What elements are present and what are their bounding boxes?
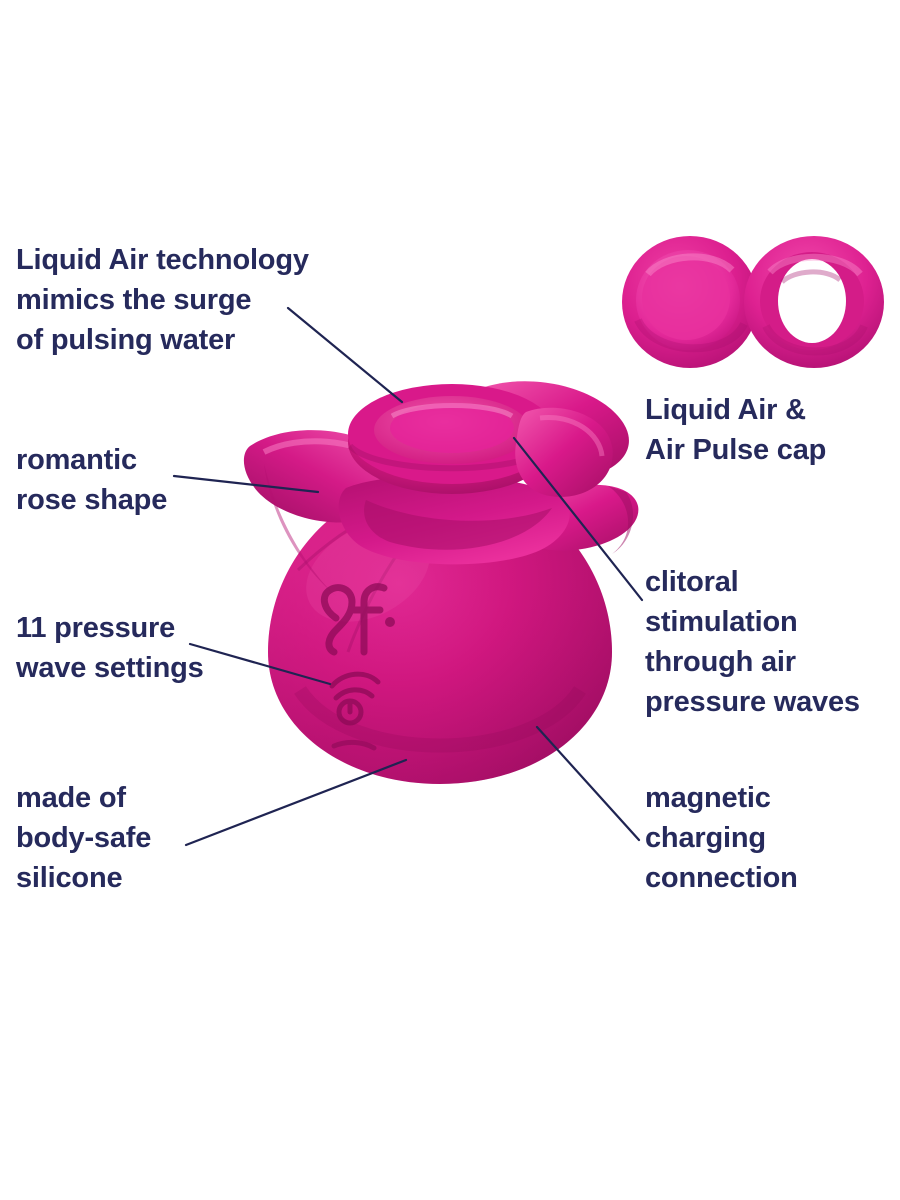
caps-illustration <box>622 236 884 368</box>
liquid-air-cap <box>622 236 758 368</box>
callout-romantic-rose-shape: romantic rose shape <box>16 444 168 517</box>
callout-clitoral-stimulation: clitoral stimulation through air pressur… <box>645 566 860 719</box>
product-illustration <box>243 381 639 784</box>
callout-pressure-wave-settings: 11 pressure wave settings <box>16 612 204 685</box>
brand-logo-sf <box>320 583 395 656</box>
callout-liquid-air-technology: Liquid Air technology mimics the surge o… <box>16 244 309 357</box>
callout-body-safe-silicone: made of body-safe silicone <box>16 782 152 895</box>
callout-magnetic-charging-connection: magnetic charging connection <box>645 782 798 895</box>
rose-inner-cup <box>338 475 570 565</box>
minus-button-icon[interactable] <box>331 739 377 751</box>
power-wave-button-icon[interactable] <box>329 671 381 726</box>
air-pulse-cap <box>744 236 884 368</box>
callout-liquid-air-and-air-pulse-cap: Liquid Air & Air Pulse cap <box>645 394 827 467</box>
